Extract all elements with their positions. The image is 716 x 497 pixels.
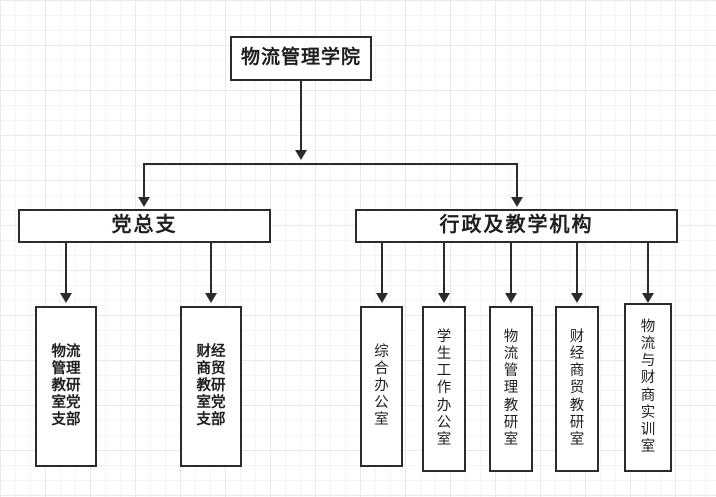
node-logistics-mgmt-teaching-office-label: 物 流 管 理 教 研 室 bbox=[503, 329, 519, 448]
node-admin-teaching-label: 行政及教学机构 bbox=[439, 214, 594, 237]
connector-root-stem bbox=[300, 81, 302, 153]
connector-arrowhead-admin-leaf-2 bbox=[438, 293, 450, 303]
connector-arrowhead-admin-leaf-4 bbox=[571, 293, 583, 303]
node-logistics-mgmt-party-branch[interactable]: 物流 管理 教研 室党 支部 bbox=[35, 306, 97, 467]
node-general-office[interactable]: 综 合 办 公 室 bbox=[360, 306, 403, 467]
node-finance-trade-teaching-office-label: 财 经 商 贸 教 研 室 bbox=[569, 329, 585, 448]
node-logistics-mgmt-teaching-office[interactable]: 物 流 管 理 教 研 室 bbox=[489, 306, 533, 472]
connector-arrowhead-party bbox=[138, 197, 150, 207]
node-general-office-label: 综 合 办 公 室 bbox=[374, 343, 389, 429]
connector-arrowhead-party-leaf-2 bbox=[205, 293, 217, 303]
node-student-affairs-office-label: 学 生 工 作 办 公 室 bbox=[436, 329, 452, 448]
connector-admin-to-leaf-1 bbox=[381, 243, 383, 295]
connector-admin-to-leaf-4 bbox=[576, 243, 578, 295]
node-admin-teaching[interactable]: 行政及教学机构 bbox=[355, 209, 678, 243]
node-student-affairs-office[interactable]: 学 生 工 作 办 公 室 bbox=[422, 306, 466, 472]
node-root-label: 物流管理学院 bbox=[240, 47, 361, 69]
connector-root-arrowhead bbox=[295, 150, 307, 160]
node-finance-trade-party-branch-label: 财经 商贸 教研 室党 支部 bbox=[196, 343, 226, 429]
connector-admin-to-leaf-3 bbox=[510, 243, 512, 295]
connector-drop-admin bbox=[516, 163, 518, 199]
node-finance-trade-teaching-office[interactable]: 财 经 商 贸 教 研 室 bbox=[555, 306, 599, 472]
node-logistics-finance-training-room[interactable]: 物 流 与 财 商 实 训 室 bbox=[624, 303, 672, 472]
connector-arrowhead-admin-leaf-5 bbox=[642, 293, 654, 303]
node-finance-trade-party-branch[interactable]: 财经 商贸 教研 室党 支部 bbox=[180, 306, 242, 467]
connector-level2-bus bbox=[143, 163, 518, 165]
node-logistics-finance-training-room-label: 物 流 与 财 商 实 训 室 bbox=[640, 319, 656, 455]
connector-arrowhead-admin bbox=[511, 197, 523, 207]
node-party-branch[interactable]: 党总支 bbox=[18, 209, 271, 243]
node-root-school[interactable]: 物流管理学院 bbox=[230, 36, 372, 81]
connector-arrowhead-admin-leaf-1 bbox=[376, 293, 388, 303]
connector-arrowhead-admin-leaf-3 bbox=[505, 293, 517, 303]
node-party-branch-label: 党总支 bbox=[111, 214, 178, 237]
connector-admin-to-leaf-2 bbox=[443, 243, 445, 295]
connector-admin-to-leaf-5 bbox=[647, 243, 649, 295]
connector-party-to-leaf-1 bbox=[65, 243, 67, 295]
connector-party-to-leaf-2 bbox=[210, 243, 212, 295]
node-logistics-mgmt-party-branch-label: 物流 管理 教研 室党 支部 bbox=[51, 343, 81, 429]
connector-arrowhead-party-leaf-1 bbox=[60, 293, 72, 303]
connector-drop-party bbox=[143, 163, 145, 199]
